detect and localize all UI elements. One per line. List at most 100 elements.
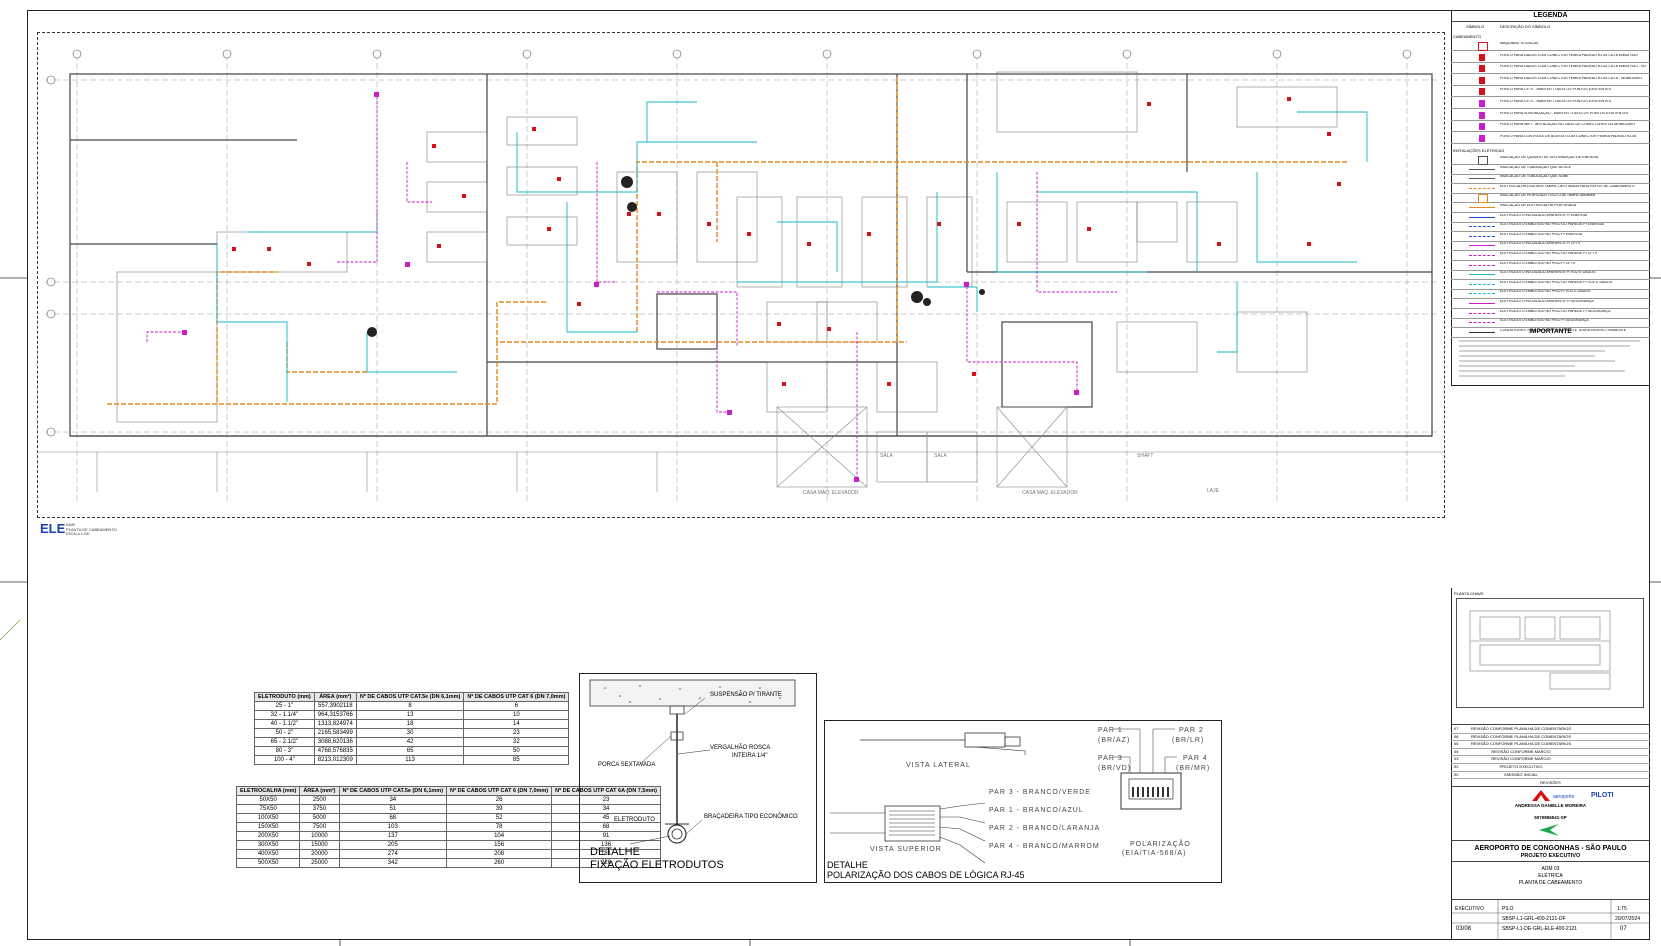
legend-swatch-icon — [1479, 111, 1485, 119]
sheet-code-1: SBSP-L1-GRL-400-2121-DF — [1502, 916, 1566, 922]
legend-row: PONTO PARA CFTV - MANTER TODOS OS PONTOS… — [1451, 98, 1650, 109]
label-clamp: BRAÇADEIRA TIPO ECONÔMICO — [704, 814, 798, 820]
table-cell: 30 — [355, 728, 465, 738]
legend-label: ELETRODUTO EMBUTIDO NO PISO P/ CFTV — [1500, 261, 1576, 265]
legend-swatch-icon — [1479, 88, 1485, 96]
legend-label: ELETRODUTO INSTALADO APARENTE P/ CFTV — [1500, 242, 1581, 246]
legend-row: INDICAÇÃO DE QUADRO DE DISTRIBUIÇÃO DE E… — [1451, 154, 1650, 165]
legend-panel — [1451, 10, 1650, 386]
legend-label: ELETRODUTO EMBUTIDO NO PISO P/ ENERGIA — [1500, 232, 1583, 236]
th-conduit: ELETRODUTO (mm) — [254, 692, 315, 702]
revision-number: 02 — [1454, 764, 1459, 769]
revision-divider — [1451, 770, 1650, 772]
rj45-par3: PAR 3 — [1098, 755, 1123, 762]
rj45-top-view: VISTA SUPERIOR — [870, 846, 942, 853]
legend-swatch-icon — [1469, 216, 1495, 218]
legend-label: ELETRODUTO INSTALADO APARENTE P/ SEGURAN… — [1500, 300, 1594, 303]
tb-divider-project — [1451, 840, 1650, 841]
th-tray-cat5e: Nº DE CABOS UTP CAT.5e (DN 6,1mm) — [338, 786, 448, 796]
table-cell: 274 — [338, 849, 448, 859]
table-cell: 25 - 1" — [254, 701, 315, 711]
legend-label: ELETRODUTO EMBUTIDO NO PISO OU PAREDE P/… — [1500, 280, 1613, 284]
legend-label: ELETRODUTO EMBUTIDO NO PISO P/ VOZ E DAD… — [1500, 290, 1591, 294]
sheet-rev-current: 07 — [1620, 926, 1627, 932]
label-nut: PORCA SEXTAVADA — [598, 762, 656, 768]
tray-capacity-table: ELETROCALHA (mm) ÁREA (mm²) Nº DE CABOS … — [235, 786, 661, 868]
table-cell: 103 — [338, 822, 448, 832]
legend-row: INDICAÇÃO DE ELETROCALHA PERFURADA — [1451, 202, 1650, 213]
sheet-number: 03/08 — [1456, 926, 1472, 932]
legend-swatch-icon — [1469, 283, 1495, 285]
logo-text-1: aeroporto — [1553, 794, 1575, 800]
table-cell: 400X50 — [235, 849, 301, 859]
tb-divider-meta — [1451, 899, 1650, 900]
table-cell: 78 — [446, 822, 553, 832]
revision-divider — [1451, 778, 1650, 780]
legend-swatch-icon — [1479, 134, 1485, 142]
view-scale: ESCALA 1:100 — [66, 532, 90, 536]
table-cell: 85 — [463, 755, 570, 765]
table-cell: 40 - 1.1/2" — [254, 719, 315, 729]
legend-swatch-icon — [1478, 156, 1488, 165]
project-name: AEROPORTO DE CONGONHAS - SÃO PAULO — [1474, 845, 1627, 852]
rj45-par4b: (BR/MR) — [1176, 765, 1211, 772]
table-cell: 7500 — [299, 822, 340, 832]
label-thread2: INTEIRA 1/4" — [732, 753, 768, 759]
table-cell: 8 — [355, 701, 465, 711]
rj45-pair-4: PAR 4 - BRANCO/MARROM — [989, 843, 1100, 850]
legend-row: PONTO PARA DADOS COM CONECTOR FÊMEA PADR… — [1451, 75, 1650, 86]
legend-row: PONTO PARA CONTROLE DE ACESSO COM CONECT… — [1451, 133, 1650, 144]
table-cell: 8213,012309 — [313, 755, 357, 765]
table-cell: 25000 — [299, 858, 340, 868]
legend-label: ELETRODUTO EMBUTIDO NO PISO P/ SEGURANÇA — [1500, 319, 1589, 323]
table-cell: 1313,824974 — [313, 719, 357, 729]
th-tray: ELETROCALHA (mm) — [235, 786, 301, 796]
legend-label: PONTO PARA DADOS COM CONECTOR FÊMEA PADR… — [1500, 65, 1646, 69]
conduit-capacity-table: ELETRODUTO (mm) ÁREA (mm²) Nº DE CABOS U… — [254, 692, 570, 765]
view-tag: ELE — [40, 521, 66, 536]
table-cell: 300X50 — [235, 840, 301, 850]
table-cell: 3750 — [299, 804, 340, 814]
sheet-area: ADM 03 — [1541, 866, 1560, 872]
rj45-side-view: VISTA LATERAL — [906, 762, 971, 769]
legend-section-conduits: INSTALAÇÕES ELÉTRICAS — [1453, 148, 1505, 153]
revision-number: 04 — [1454, 748, 1459, 754]
legend-row: PONTO PARA DADOS COM CONECTOR FÊMEA PADR… — [1451, 52, 1650, 63]
detail-rj45-drawing — [830, 728, 1182, 864]
legend-swatch-icon — [1469, 255, 1495, 256]
legend-swatch-icon — [1469, 178, 1495, 180]
table-cell: 50 - 2" — [254, 728, 315, 738]
designer-id: 5070856541-SP — [1534, 815, 1567, 820]
legend-label: ELETRODUTO EMBUTIDO NO PISO OU PAREDE P/… — [1500, 252, 1598, 255]
legend-label: PONTO PARA CFTV - MANTER TODOS OS PONTOS… — [1500, 100, 1612, 103]
detail-rj45-title2: POLARIZAÇÃO DOS CABOS DE LÓGICA RJ-45 — [827, 870, 1025, 880]
svg-text:SALA: SALA — [880, 453, 893, 459]
legend-label: INDICAÇÃO DE ELETROCALHA PERFURADA — [1500, 204, 1577, 207]
table-cell: 500X50 — [235, 858, 301, 868]
legend-label: PONTO PARA DADOS COM CONECTOR FÊMEA PADR… — [1500, 76, 1643, 80]
title-block — [1451, 588, 1650, 940]
legend-row: ELETRODUTO INSTALADO APARENTE P/ CFTV — [1451, 240, 1650, 252]
legend-row: ELETRODUTO INSTALADO APARENTE P/ SEGURAN… — [1451, 298, 1650, 309]
rj45-par4: PAR 4 — [1183, 755, 1208, 762]
revision-number: 05 — [1454, 741, 1459, 747]
legend-label: ELETRODUTO INSTALADO APARENTE P/ VOZ E D… — [1500, 271, 1596, 275]
table-cell: 113 — [355, 755, 465, 765]
table-cell: 6 — [463, 701, 570, 711]
th-tray-area: ÁREA (mm²) — [299, 786, 340, 796]
legend-swatch-icon — [1479, 76, 1485, 84]
revision-divider — [1451, 747, 1650, 749]
detail-conduit-title2: FIXAÇÃO ELETRODUTOS — [590, 859, 724, 871]
rj45-pair-3: PAR 2 - BRANCO/LARANJA — [989, 825, 1101, 832]
th-cat6: Nº DE CABOS UTP CAT 6 (DN 7,0mm) — [463, 692, 570, 702]
detail-rj45-title1: DETALHE — [827, 860, 868, 870]
table-cell: 150X50 — [235, 822, 301, 832]
